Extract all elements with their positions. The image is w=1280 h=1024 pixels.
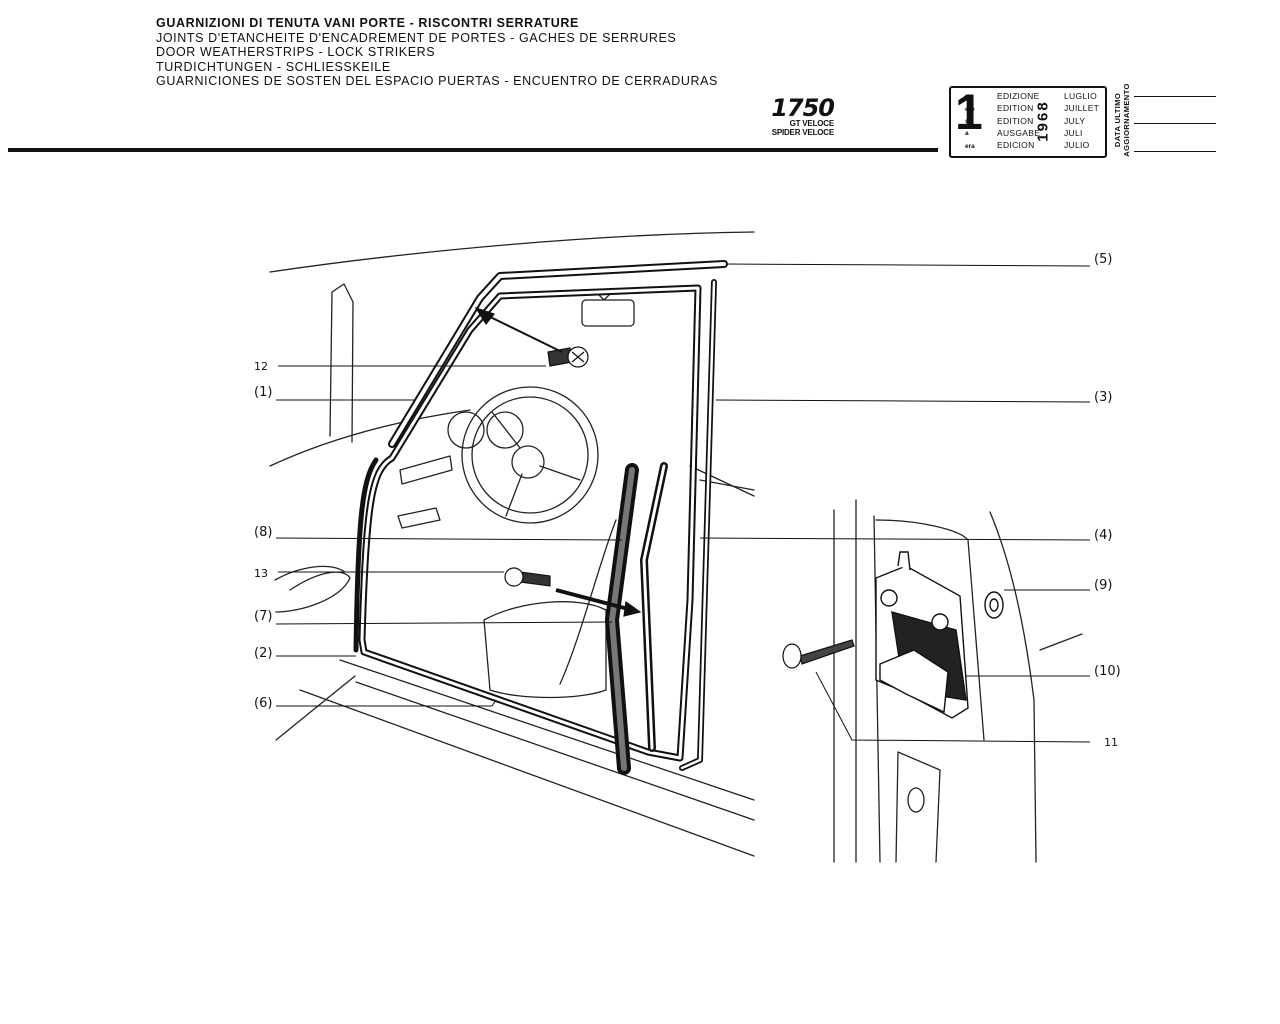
callout-13: 13 bbox=[254, 567, 268, 580]
steering-wheel bbox=[461, 386, 599, 524]
instrument-gauge bbox=[447, 411, 485, 449]
sill-line-2 bbox=[355, 681, 755, 821]
screw-11 bbox=[799, 639, 855, 665]
body-crease bbox=[689, 465, 755, 497]
arrow-shaft-2 bbox=[555, 588, 633, 612]
edition-word: EDIZIONE bbox=[997, 91, 1040, 101]
model-number: 1750 bbox=[771, 94, 835, 122]
leader-11 bbox=[815, 671, 1091, 743]
callout-9: (9) bbox=[1094, 578, 1113, 593]
striker-hole bbox=[880, 589, 898, 607]
door-panel-outline bbox=[274, 565, 346, 581]
arrow-shaft bbox=[479, 311, 563, 353]
edition-month: JULY bbox=[1064, 116, 1086, 126]
pillar-edge-2 bbox=[989, 511, 1037, 863]
instrument-gauge bbox=[486, 411, 524, 449]
weatherstrip-3-inner bbox=[680, 280, 716, 770]
arrow-head bbox=[474, 306, 496, 326]
rearview-mirror bbox=[581, 299, 635, 327]
dashboard-outline bbox=[269, 409, 471, 467]
door-handle bbox=[275, 571, 351, 613]
sill-line bbox=[339, 659, 755, 801]
edition-suffix: a bbox=[965, 93, 969, 100]
callout-1: (1) bbox=[254, 385, 273, 400]
callout-7: (7) bbox=[254, 609, 273, 624]
leader-3 bbox=[715, 399, 1091, 403]
striker-wedge bbox=[879, 649, 949, 714]
steering-spoke bbox=[491, 411, 581, 517]
edition-suffix: a bbox=[965, 130, 969, 137]
lower-handle bbox=[895, 751, 941, 863]
update-line bbox=[1134, 123, 1216, 124]
update-line bbox=[1134, 96, 1216, 97]
title-english: DOOR WEATHERSTRIPS - LOCK STRIKERS bbox=[156, 45, 436, 59]
title-italian: GUARNIZIONI DI TENUTA VANI PORTE - RISCO… bbox=[156, 16, 579, 30]
glovebox bbox=[397, 507, 441, 529]
edition-month: JUILLET bbox=[1064, 103, 1100, 113]
edition-box: 1 a ere st a era EDIZIONE EDITION EDITIO… bbox=[949, 84, 1107, 158]
leader-5 bbox=[725, 263, 1091, 267]
title-spanish: GUARNICIONES DE SOSTEN DEL ESPACIO PUERT… bbox=[156, 74, 718, 88]
striker-hole bbox=[931, 613, 949, 631]
edition-month: JULIO bbox=[1064, 140, 1090, 150]
edition-word: EDITION bbox=[997, 116, 1034, 126]
edition-word: EDICION bbox=[997, 140, 1035, 150]
callout-3: (3) bbox=[1094, 390, 1113, 405]
screw-13-head bbox=[504, 567, 524, 587]
steering-wheel-inner bbox=[471, 396, 589, 514]
edition-suffix: ere bbox=[965, 106, 975, 113]
title-french: JOINTS D'ETANCHEITE D'ENCADREMENT DE POR… bbox=[156, 30, 677, 45]
model-line-1: GT VELOCE bbox=[789, 119, 835, 128]
edition-month: LUGLIO bbox=[1064, 91, 1097, 101]
callout-10: (10) bbox=[1094, 664, 1121, 679]
edition-number: 1 bbox=[955, 84, 983, 140]
edition-suffix: era bbox=[965, 143, 975, 150]
seat-outline bbox=[483, 601, 607, 699]
title-block: GUARNIZIONI DI TENUTA VANI PORTE - RISCO… bbox=[156, 16, 718, 89]
a-pillar-outline bbox=[329, 283, 354, 443]
striker-tab bbox=[897, 551, 911, 571]
screw-13 bbox=[519, 571, 551, 587]
model-logo: 1750 GT VELOCE SPIDER VELOCE bbox=[754, 94, 835, 137]
weatherstrip-frame-inner bbox=[360, 286, 700, 760]
fender-line bbox=[1039, 633, 1083, 651]
edition-suffix: st bbox=[965, 118, 971, 125]
washer-9-hole bbox=[989, 598, 999, 612]
window-channel-7-inner bbox=[609, 467, 635, 771]
edition-month: JULI bbox=[1064, 128, 1083, 138]
screw-12-slot bbox=[571, 351, 585, 363]
callout-11: 11 bbox=[1104, 736, 1118, 749]
rocker-line bbox=[299, 689, 755, 857]
leader-8 bbox=[275, 537, 623, 541]
steering-hub bbox=[511, 445, 545, 479]
header-rule bbox=[8, 148, 938, 152]
roof-line bbox=[269, 231, 755, 273]
screw-11-head bbox=[782, 643, 802, 669]
dash-vent bbox=[399, 455, 453, 485]
callout-5: (5) bbox=[1094, 252, 1113, 267]
edition-word: AUSGABE bbox=[997, 128, 1041, 138]
weatherstrip-2 bbox=[353, 457, 379, 653]
model-line-2: SPIDER VELOCE bbox=[771, 127, 835, 137]
arrow-head-2 bbox=[623, 600, 642, 617]
callout-4: (4) bbox=[1094, 528, 1113, 543]
leader-7 bbox=[275, 621, 613, 625]
title-german: TURDICHTUNGEN - SCHLIESSKEILE bbox=[156, 59, 391, 74]
callout-6: (6) bbox=[254, 696, 273, 711]
callout-2: (2) bbox=[254, 646, 273, 661]
weatherstrip-1-inner bbox=[390, 262, 726, 446]
body-lower-line bbox=[275, 675, 356, 741]
edition-word: EDITION bbox=[997, 103, 1034, 113]
callout-8: (8) bbox=[254, 525, 273, 540]
lower-hole bbox=[907, 787, 925, 813]
window-channel-8-inner bbox=[642, 464, 666, 750]
callout-12: 12 bbox=[254, 360, 268, 373]
leader-6 bbox=[276, 699, 497, 707]
leader-4 bbox=[699, 537, 1091, 541]
update-line bbox=[1134, 151, 1216, 152]
pillar-edge bbox=[873, 515, 881, 863]
